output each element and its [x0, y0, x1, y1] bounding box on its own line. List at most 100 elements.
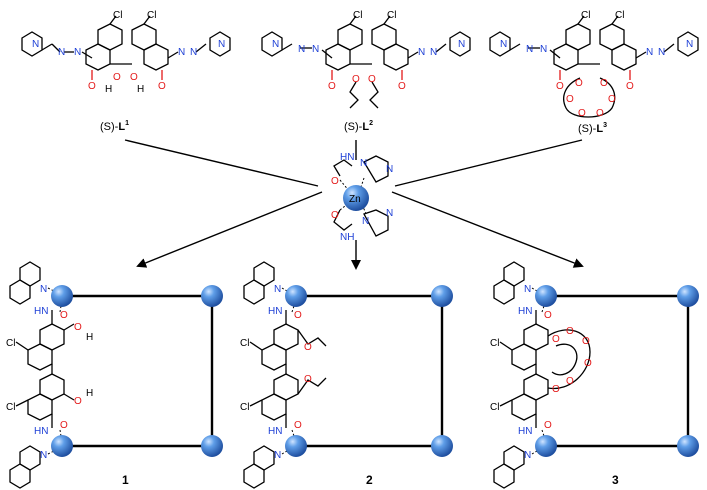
- nitrogen-atom: N: [362, 216, 369, 227]
- arrow-to-product-3: [391, 191, 584, 268]
- chlorine-atom: Cl: [147, 10, 156, 21]
- nitrogen-atom: N: [32, 39, 39, 50]
- chlorine-atom: Cl: [387, 10, 396, 21]
- oxygen-atom: O: [584, 358, 592, 369]
- oxygen-atom: O: [552, 334, 560, 345]
- l3-connector-line: [394, 139, 583, 187]
- ligand-l2-atoms: Cl Cl N N N O O O O N N N: [272, 10, 465, 92]
- oxygen-atom: O: [328, 81, 336, 92]
- zn-node: [535, 285, 557, 307]
- oxygen-atom: O: [294, 420, 302, 431]
- zn-node: [51, 435, 73, 457]
- nitrogen-atom: N: [658, 47, 665, 58]
- zn-atom-sphere: [343, 185, 369, 211]
- nitrogen-atom: N: [386, 208, 393, 219]
- arrow-to-product-1: [136, 191, 323, 268]
- nitrogen-atom: N: [458, 39, 465, 50]
- l1-connector-line: [124, 139, 319, 187]
- ligand-l3-label: (S)-L3: [578, 122, 607, 135]
- nitrogen-atom: N: [430, 47, 437, 58]
- hydrogen-atom: H: [86, 388, 93, 399]
- ligand-l1-label: (S)-L1: [100, 120, 129, 133]
- product-2-square: [243, 261, 444, 489]
- nitrogen-atom: N: [686, 39, 693, 50]
- oxygen-atom: O: [566, 376, 574, 387]
- oxygen-atom: O: [331, 210, 339, 221]
- zn-node: [201, 435, 223, 457]
- oxygen-atom: O: [544, 310, 552, 321]
- hydrogen-atom: H: [137, 84, 144, 95]
- ligand-l3-structure: [489, 15, 699, 118]
- oxygen-atom: O: [608, 94, 616, 105]
- oxygen-atom: O: [596, 108, 604, 119]
- oxygen-atom: O: [113, 72, 121, 83]
- chlorine-atom: Cl: [113, 10, 122, 21]
- oxygen-atom: O: [304, 374, 312, 385]
- hn-group: HN: [340, 152, 354, 163]
- ligand-l2-label: (S)-L2: [344, 120, 373, 133]
- hydrogen-atom: H: [86, 332, 93, 343]
- oxygen-atom: O: [368, 74, 376, 85]
- nitrogen-atom: N: [524, 450, 531, 461]
- nitrogen-atom: N: [312, 44, 319, 55]
- product-3-atoms: N HN O Cl O O O O O O Cl HN O N: [490, 284, 592, 461]
- oxygen-atom: O: [552, 384, 560, 395]
- chlorine-atom: Cl: [581, 10, 590, 21]
- nitrogen-atom: N: [40, 284, 47, 295]
- chlorine-atom: Cl: [490, 338, 499, 349]
- nitrogen-atom: N: [58, 47, 65, 58]
- oxygen-atom: O: [304, 342, 312, 353]
- oxygen-atom: O: [294, 310, 302, 321]
- product-2-atoms: N HN O Cl O O Cl HN O N: [240, 284, 312, 461]
- oxygen-atom: O: [352, 74, 360, 85]
- zn-node: [535, 435, 557, 457]
- nitrogen-atom: N: [524, 284, 531, 295]
- zn-node: [285, 285, 307, 307]
- oxygen-atom: O: [60, 310, 68, 321]
- chlorine-atom: Cl: [490, 402, 499, 413]
- oxygen-atom: O: [544, 420, 552, 431]
- zn-node: [431, 285, 453, 307]
- ligand-l1-atoms: Cl Cl N N N O O H O H O N N N: [32, 10, 225, 95]
- nitrogen-atom: N: [218, 39, 225, 50]
- oxygen-atom: O: [398, 81, 406, 92]
- nitrogen-atom: N: [274, 450, 281, 461]
- hydrogen-atom: H: [105, 84, 112, 95]
- nitrogen-atom: N: [646, 47, 653, 58]
- nitrogen-atom: N: [500, 39, 507, 50]
- nitrogen-atom: N: [74, 47, 81, 58]
- oxygen-atom: O: [88, 81, 96, 92]
- hn-group: HN: [34, 306, 48, 317]
- chlorine-atom: Cl: [6, 402, 15, 413]
- chlorine-atom: Cl: [615, 10, 624, 21]
- oxygen-atom: O: [74, 322, 82, 333]
- oxygen-atom: O: [566, 94, 574, 105]
- oxygen-atom: O: [582, 336, 590, 347]
- hn-group: HN: [34, 426, 48, 437]
- oxygen-atom: O: [158, 81, 166, 92]
- nitrogen-atom: N: [272, 39, 279, 50]
- nitrogen-atom: N: [526, 44, 533, 55]
- chlorine-atom: Cl: [353, 10, 362, 21]
- product-3-square: [493, 261, 690, 489]
- oxygen-atom: O: [60, 420, 68, 431]
- zn-node: [677, 285, 699, 307]
- oxygen-atom: O: [600, 78, 608, 89]
- nitrogen-atom: N: [386, 164, 393, 175]
- chlorine-atom: Cl: [240, 338, 249, 349]
- ligand-l2-structure: [261, 15, 471, 109]
- zn-node: [677, 435, 699, 457]
- hn-group: HN: [518, 426, 532, 437]
- oxygen-atom: O: [556, 81, 564, 92]
- nitrogen-atom: N: [178, 47, 185, 58]
- oxygen-atom: O: [626, 81, 634, 92]
- nitrogen-atom: N: [540, 44, 547, 55]
- product-1-atoms: N HN O Cl O H O H Cl HN O N: [6, 284, 93, 461]
- product-1-square: [9, 261, 214, 489]
- nh-group: NH: [340, 232, 354, 243]
- zn-label: Zn: [349, 194, 361, 205]
- zn-node: [285, 435, 307, 457]
- nitrogen-atom: N: [40, 450, 47, 461]
- oxygen-atom: O: [130, 72, 138, 83]
